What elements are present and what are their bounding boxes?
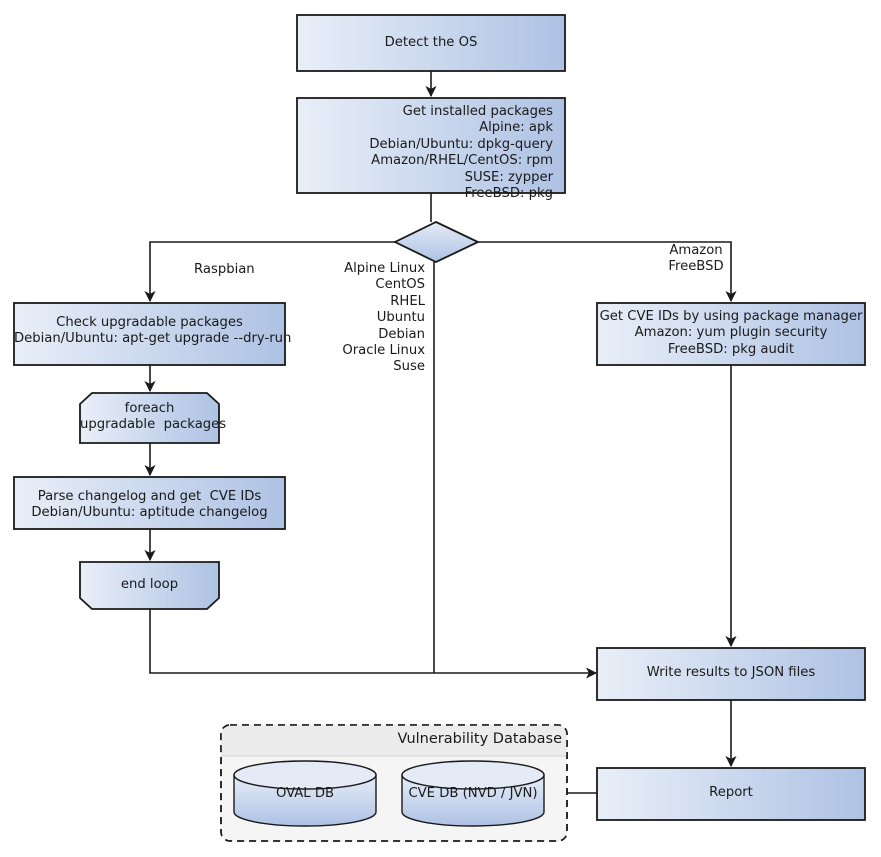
oval-db-cylinder: [233, 760, 377, 827]
node-get-installed-packages-shape: [296, 97, 566, 194]
node-end-loop-shape: [79, 561, 220, 610]
edge-decision-left: [144, 241, 395, 303]
node-report-shape: [596, 767, 866, 821]
node-get-cve-ids-shape: [596, 302, 866, 366]
node-detect-os-shape: [296, 14, 566, 72]
node-foreach-shape: [79, 392, 220, 444]
edge-decision-right: [478, 241, 737, 303]
cve-db-cylinder: [401, 760, 545, 827]
vulnerability-database-header-strip: [221, 725, 567, 756]
edge-endloop-to-write: [149, 609, 598, 679]
node-decision-diamond: [392, 221, 481, 263]
vulnerability-database-title: Vulnerability Database: [397, 731, 562, 747]
edge-label-amazon-freebsd: Amazon FreeBSD: [668, 243, 724, 275]
node-write-results-shape: [596, 647, 866, 701]
node-parse-changelog-shape: [13, 476, 286, 530]
edge-label-raspbian: Raspbian: [194, 262, 255, 277]
node-check-upgradable-shape: [13, 302, 286, 366]
edge-label-middle-os-list: Alpine Linux CentOS RHEL Ubuntu Debian O…: [342, 261, 425, 375]
